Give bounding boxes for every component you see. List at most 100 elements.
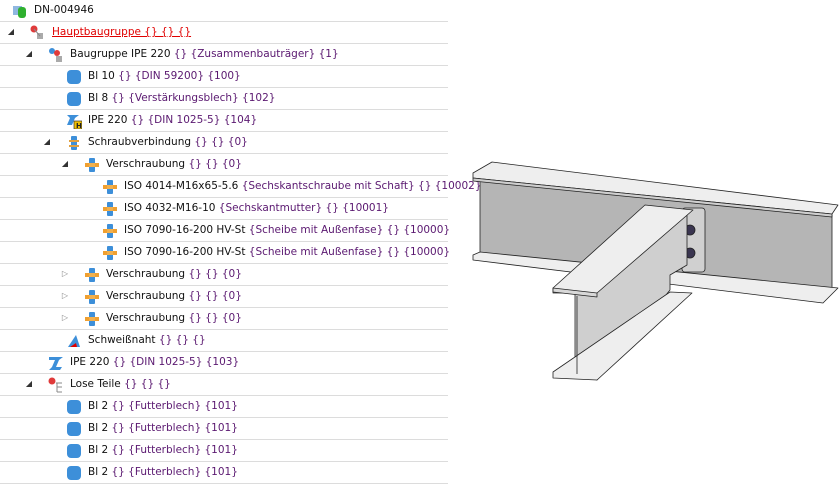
weld-icon (66, 333, 82, 349)
item-name: Schraubverbindung (88, 136, 192, 148)
beam-icon (48, 355, 64, 371)
expand-arrow-icon[interactable]: ▷ (61, 313, 69, 322)
item-attributes: {} {Zusammenbauträger} {1} (170, 48, 339, 60)
collapse-arrow-icon[interactable]: ◢ (61, 159, 69, 168)
tree-row[interactable]: ▷ Verschraubung {} {} {0} (0, 308, 448, 330)
tree-row-label: Hauptbaugruppe {} {} {} (52, 26, 191, 38)
item-name: Baugruppe IPE 220 (70, 48, 171, 60)
item-attributes: {Sechskantmutter} {} {10001} (215, 202, 389, 214)
tree-row-label: Bl 2 {} {Futterblech} {101} (88, 466, 238, 478)
tree-row[interactable]: ISO 7090-16-200 HV-St {Scheibe mit Außen… (0, 220, 450, 242)
item-name: IPE 220 (70, 356, 110, 368)
tree-row-label: Baugruppe IPE 220 {} {Zusammenbauträger}… (70, 48, 339, 60)
tree-row[interactable]: ◢ Hauptbaugruppe {} {} {} (0, 22, 448, 44)
tree-row[interactable]: Bl 2 {} {Futterblech} {101} (0, 440, 448, 462)
tree-row[interactable]: DN-004946 (0, 0, 448, 22)
item-name[interactable]: Hauptbaugruppe {} {} {} (52, 26, 192, 38)
collapse-arrow-icon[interactable]: ◢ (25, 49, 33, 58)
tree-row[interactable]: Schweißnaht {} {} {} (0, 330, 448, 352)
item-attributes: {} {} {} (155, 334, 206, 346)
item-name: ISO 7090-16-200 HV-St (124, 224, 246, 236)
item-name: Verschraubung (106, 268, 189, 280)
item-attributes: {} {Futterblech} {101} (108, 444, 238, 456)
tree-row-label: ISO 7090-16-200 HV-St {Scheibe mit Außen… (124, 246, 450, 258)
tree-row[interactable]: ◢ Verschraubung {} {} {0} (0, 154, 448, 176)
item-attributes: {} {Verstärkungsblech} {102} (108, 92, 276, 104)
tree-row[interactable]: IPE 220 {} {DIN 1025-5} {103} (0, 352, 448, 374)
item-name: Bl 2 (88, 466, 109, 478)
item-name: Bl 2 (88, 444, 109, 456)
item-name: Verschraubung (106, 158, 189, 170)
tree-row-label: ISO 4014-M16x65-5.6 {Sechskantschraube m… (124, 180, 482, 192)
svg-text:H: H (76, 122, 82, 129)
tree-row[interactable]: ISO 4014-M16x65-5.6 {Sechskantschraube m… (0, 176, 482, 198)
tree-row-label: Verschraubung {} {} {0} (106, 312, 242, 324)
item-attributes: {} {Futterblech} {101} (108, 400, 238, 412)
item-name: IPE 220 (88, 114, 128, 126)
tree-row[interactable]: Bl 8 {} {Verstärkungsblech} {102} (0, 88, 448, 110)
tree-row[interactable]: Bl 2 {} {Futterblech} {101} (0, 418, 448, 440)
item-attributes: {} {Futterblech} {101} (108, 466, 238, 478)
tree-row-label: ISO 7090-16-200 HV-St {Scheibe mit Außen… (124, 224, 450, 236)
item-attributes: {} {} {0} (188, 268, 242, 280)
loose-parts-icon (48, 377, 64, 393)
expand-arrow-icon[interactable]: ▷ (61, 269, 69, 278)
bolting-icon (84, 289, 100, 305)
structure-tree[interactable]: DN-004946 ◢ Hauptbaugruppe {} {} {} ◢ Baugru… (0, 0, 482, 484)
tree-row-label: Schraubverbindung {} {} {0} (88, 136, 248, 148)
item-attributes: {Scheibe mit Außenfase} {} {10000} (245, 246, 451, 258)
plate-icon (66, 69, 82, 85)
tree-row-label: IPE 220 {} {DIN 1025-5} {104} (88, 114, 257, 126)
item-name: Bl 8 (88, 92, 109, 104)
item-attributes: {} {} {} (120, 378, 171, 390)
item-name: ISO 4014-M16x65-5.6 (124, 180, 239, 192)
tree-row[interactable]: ▷ Verschraubung {} {} {0} (0, 286, 448, 308)
tree-row-label: ISO 4032-M16-10 {Sechskantmutter} {} {10… (124, 202, 389, 214)
tree-row[interactable]: ▷ Verschraubung {} {} {0} (0, 264, 448, 286)
tree-row[interactable]: ◢ Baugruppe IPE 220 {} {Zusammenbauträger… (0, 44, 448, 66)
tree-row[interactable]: Bl 10 {} {DIN 59200} {100} (0, 66, 448, 88)
bolting-icon (84, 267, 100, 283)
item-name: Bl 2 (88, 422, 109, 434)
tree-row-label: Bl 10 {} {DIN 59200} {100} (88, 70, 241, 82)
tree-row[interactable]: ◢ Schraubverbindung {} {} {0} (0, 132, 448, 154)
tree-row-label: Verschraubung {} {} {0} (106, 268, 242, 280)
item-attributes: {} {DIN 1025-5} {104} (127, 114, 258, 126)
assembly-icon (48, 47, 64, 63)
tree-row[interactable]: Bl 2 {} {Futterblech} {101} (0, 396, 448, 418)
plate-icon (66, 91, 82, 107)
3d-model-view[interactable] (455, 140, 839, 400)
plate-icon (66, 443, 82, 459)
main-beam-icon: H (66, 113, 83, 130)
tree-row[interactable]: ◢Lose Teile {} {} {} (0, 374, 448, 396)
item-name: DN-004946 (34, 4, 94, 16)
secondary-beam-bottom-flange (552, 291, 693, 381)
collapse-arrow-icon[interactable]: ◢ (7, 27, 15, 36)
collapse-arrow-icon[interactable]: ◢ (25, 379, 33, 388)
tree-row-label: Schweißnaht {} {} {} (88, 334, 206, 346)
tree-row-label: Bl 2 {} {Futterblech} {101} (88, 422, 238, 434)
item-name: Bl 2 (88, 400, 109, 412)
bolting-icon (102, 201, 118, 217)
tree-row-label: Bl 8 {} {Verstärkungsblech} {102} (88, 92, 275, 104)
plate-icon (66, 421, 82, 437)
plate-icon (66, 465, 82, 481)
item-attributes: {} {} {0} (188, 158, 242, 170)
item-attributes: {} {Futterblech} {101} (108, 422, 238, 434)
item-attributes: {} {} {0} (188, 312, 242, 324)
expand-arrow-icon[interactable]: ▷ (61, 291, 69, 300)
bolting-icon (102, 223, 118, 239)
item-name: Bl 10 (88, 70, 115, 82)
tree-row[interactable]: ISO 4032-M16-10 {Sechskantmutter} {} {10… (0, 198, 448, 220)
item-attributes: {} {} {0} (191, 136, 248, 148)
main-assembly-icon (30, 25, 46, 41)
tree-row[interactable]: H IPE 220 {} {DIN 1025-5} {104} (0, 110, 448, 132)
item-attributes: {} {DIN 59200} {100} (114, 70, 241, 82)
tree-row[interactable]: ISO 7090-16-200 HV-St {Scheibe mit Außen… (0, 242, 450, 264)
item-attributes: {} {DIN 1025-5} {103} (109, 356, 240, 368)
plate-icon (66, 399, 82, 415)
tree-row-label: IPE 220 {} {DIN 1025-5} {103} (70, 356, 239, 368)
tree-row-label: Verschraubung {} {} {0} (106, 290, 242, 302)
tree-row-label: Bl 2 {} {Futterblech} {101} (88, 400, 238, 412)
collapse-arrow-icon[interactable]: ◢ (43, 137, 51, 146)
